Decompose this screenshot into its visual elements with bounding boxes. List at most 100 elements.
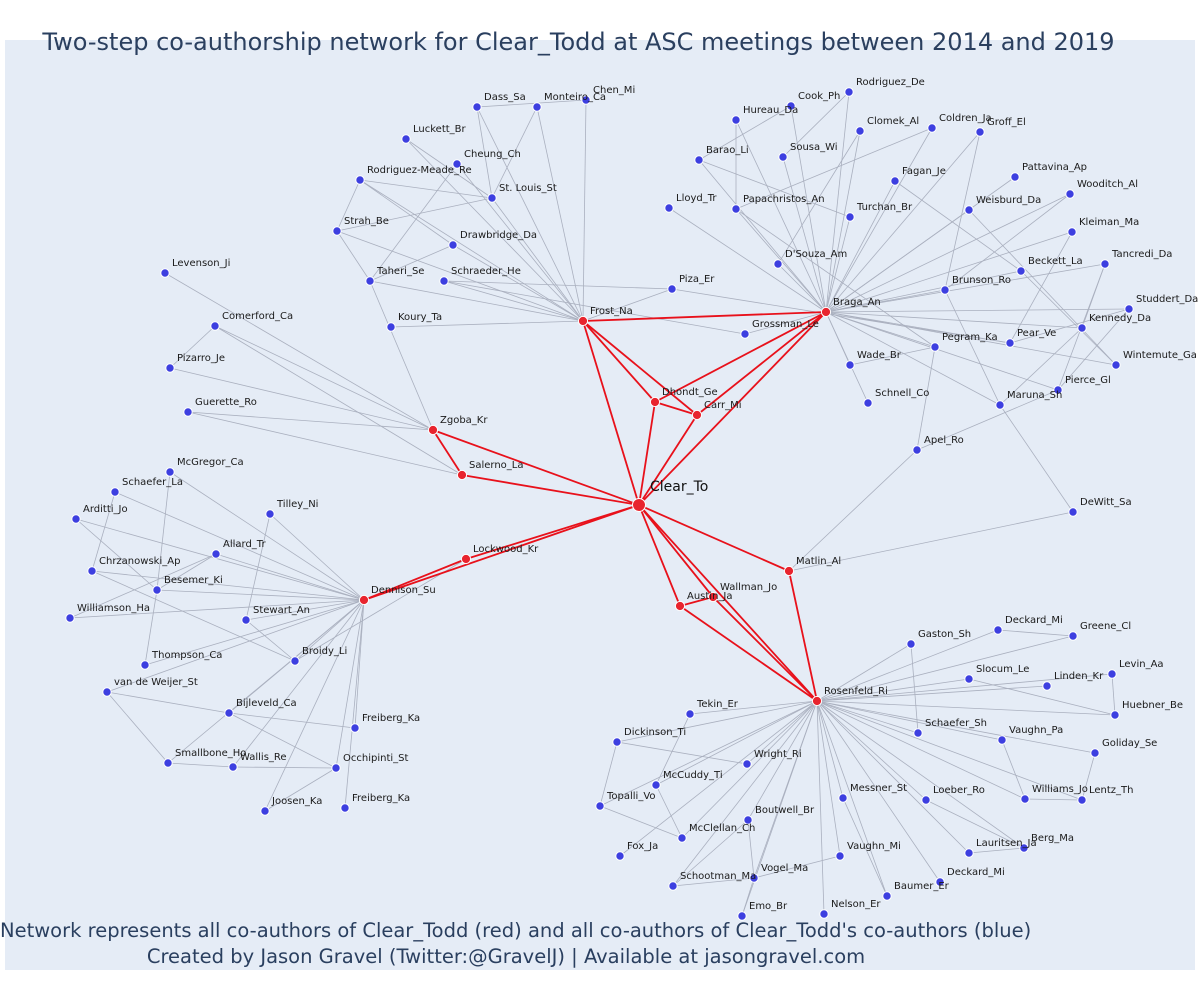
- node-second-step[interactable]: [930, 342, 940, 352]
- node-second-step[interactable]: [845, 212, 855, 222]
- node-second-step[interactable]: [210, 321, 220, 331]
- node-coauthor[interactable]: [577, 315, 589, 327]
- node-second-step[interactable]: [165, 363, 175, 373]
- node-second-step[interactable]: [1010, 172, 1020, 182]
- node-second-step[interactable]: [1111, 360, 1121, 370]
- node-second-step[interactable]: [863, 398, 873, 408]
- node-second-step[interactable]: [668, 881, 678, 891]
- node-second-step[interactable]: [882, 891, 892, 901]
- node-second-step[interactable]: [350, 723, 360, 733]
- node-second-step[interactable]: [1107, 669, 1117, 679]
- node-second-step[interactable]: [1077, 795, 1087, 805]
- node-second-step[interactable]: [940, 285, 950, 295]
- node-second-step[interactable]: [140, 660, 150, 670]
- node-second-step[interactable]: [452, 159, 462, 169]
- node-second-step[interactable]: [1090, 748, 1100, 758]
- node-second-step[interactable]: [778, 152, 788, 162]
- node-coauthor[interactable]: [427, 424, 439, 436]
- node-second-step[interactable]: [595, 801, 605, 811]
- node-second-step[interactable]: [927, 123, 937, 133]
- node-second-step[interactable]: [331, 763, 341, 773]
- node-second-step[interactable]: [615, 851, 625, 861]
- node-second-step[interactable]: [694, 155, 704, 165]
- node-second-step[interactable]: [439, 276, 449, 286]
- node-second-step[interactable]: [340, 803, 350, 813]
- node-second-step[interactable]: [71, 514, 81, 524]
- node-second-step[interactable]: [651, 780, 661, 790]
- node-second-step[interactable]: [102, 687, 112, 697]
- node-second-step[interactable]: [163, 758, 173, 768]
- node-coauthor[interactable]: [456, 469, 468, 481]
- node-second-step[interactable]: [835, 851, 845, 861]
- node-second-step[interactable]: [855, 126, 865, 136]
- node-second-step[interactable]: [472, 102, 482, 112]
- node-second-step[interactable]: [401, 134, 411, 144]
- node-second-step[interactable]: [211, 549, 221, 559]
- node-second-step[interactable]: [290, 656, 300, 666]
- node-second-step[interactable]: [740, 329, 750, 339]
- node-second-step[interactable]: [995, 400, 1005, 410]
- node-second-step[interactable]: [532, 102, 542, 112]
- node-second-step[interactable]: [975, 127, 985, 137]
- node-second-step[interactable]: [581, 95, 591, 105]
- node-coauthor[interactable]: [783, 565, 795, 577]
- node-second-step[interactable]: [365, 276, 375, 286]
- node-second-step[interactable]: [1065, 189, 1075, 199]
- node-coauthor[interactable]: [811, 695, 823, 707]
- node-second-step[interactable]: [165, 467, 175, 477]
- nodes[interactable]: [65, 87, 1134, 921]
- node-second-step[interactable]: [228, 762, 238, 772]
- node-second-step[interactable]: [1053, 385, 1063, 395]
- node-second-step[interactable]: [355, 175, 365, 185]
- node-coauthor[interactable]: [358, 594, 370, 606]
- node-second-step[interactable]: [749, 873, 759, 883]
- node-second-step[interactable]: [1077, 323, 1087, 333]
- node-second-step[interactable]: [224, 708, 234, 718]
- node-second-step[interactable]: [1020, 794, 1030, 804]
- node-second-step[interactable]: [845, 360, 855, 370]
- node-second-step[interactable]: [773, 259, 783, 269]
- node-second-step[interactable]: [964, 848, 974, 858]
- node-second-step[interactable]: [844, 87, 854, 97]
- node-second-step[interactable]: [260, 806, 270, 816]
- node-coauthor[interactable]: [460, 553, 472, 565]
- node-second-step[interactable]: [241, 615, 251, 625]
- node-second-step[interactable]: [487, 193, 497, 203]
- node-second-step[interactable]: [731, 204, 741, 214]
- node-second-step[interactable]: [1067, 227, 1077, 237]
- node-second-step[interactable]: [993, 625, 1003, 635]
- node-center[interactable]: [632, 498, 646, 512]
- node-second-step[interactable]: [1042, 681, 1052, 691]
- node-second-step[interactable]: [921, 795, 931, 805]
- node-coauthor[interactable]: [691, 409, 703, 421]
- node-second-step[interactable]: [667, 284, 677, 294]
- node-second-step[interactable]: [1124, 304, 1134, 314]
- node-second-step[interactable]: [1100, 259, 1110, 269]
- node-second-step[interactable]: [110, 487, 120, 497]
- node-second-step[interactable]: [685, 709, 695, 719]
- node-coauthor[interactable]: [674, 600, 686, 612]
- node-second-step[interactable]: [743, 815, 753, 825]
- node-second-step[interactable]: [152, 585, 162, 595]
- node-second-step[interactable]: [890, 176, 900, 186]
- node-second-step[interactable]: [160, 268, 170, 278]
- node-second-step[interactable]: [677, 833, 687, 843]
- node-second-step[interactable]: [838, 793, 848, 803]
- node-second-step[interactable]: [65, 613, 75, 623]
- node-second-step[interactable]: [183, 407, 193, 417]
- node-second-step[interactable]: [664, 203, 674, 213]
- node-second-step[interactable]: [742, 759, 752, 769]
- node-second-step[interactable]: [935, 877, 945, 887]
- node-second-step[interactable]: [1016, 266, 1026, 276]
- node-second-step[interactable]: [612, 737, 622, 747]
- node-second-step[interactable]: [1068, 631, 1078, 641]
- node-second-step[interactable]: [737, 911, 747, 921]
- node-second-step[interactable]: [997, 735, 1007, 745]
- node-second-step[interactable]: [1110, 710, 1120, 720]
- node-coauthor[interactable]: [649, 396, 661, 408]
- node-second-step[interactable]: [964, 205, 974, 215]
- node-second-step[interactable]: [332, 226, 342, 236]
- node-second-step[interactable]: [913, 728, 923, 738]
- node-second-step[interactable]: [386, 322, 396, 332]
